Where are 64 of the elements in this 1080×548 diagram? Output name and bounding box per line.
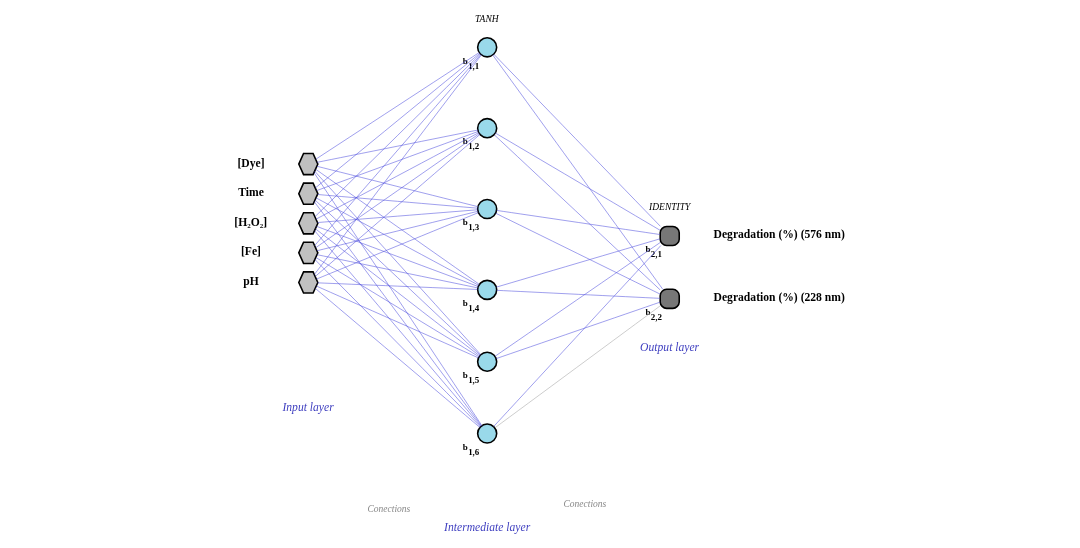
connector [492,54,664,290]
connector [495,212,661,295]
connector [494,242,661,357]
node-label: [Dye] [237,156,265,170]
label: Conections [563,499,607,510]
connector [315,288,481,428]
connector [315,197,479,286]
connector [316,285,479,359]
label: Intermediate layer [444,520,531,534]
node-hexagon [297,241,319,265]
connector [315,132,479,220]
label: Input layer [282,400,334,414]
node-box [659,225,680,247]
connector [314,53,481,217]
node-label: pH [243,274,259,288]
label: Conections [367,503,411,514]
node-label: Degradation (%) (576 nm) [713,228,845,242]
connector [314,259,481,427]
connector [314,199,481,356]
node-hexagon [297,152,319,176]
connector [315,257,480,357]
node-label: Degradation (%) (228 nm) [713,291,845,305]
connector [496,290,661,299]
connector [317,282,478,290]
connector [315,168,480,285]
connector [317,194,478,209]
connector [316,166,479,207]
node-label: [Fe] [240,245,261,259]
connector [495,301,661,359]
node-circle [476,423,498,444]
connector [316,212,479,280]
connector [493,245,662,427]
connector [496,238,661,288]
connector [316,254,479,289]
connector [314,170,481,355]
node-label: Time [238,186,264,200]
connector [316,226,479,287]
connector [316,211,479,251]
connector [494,305,661,429]
node-box [659,288,680,310]
node-circle [476,37,498,58]
node-hexagon [297,271,319,294]
node-circle [476,117,498,139]
connector [315,53,480,189]
node-circle [476,351,498,372]
connector [316,129,479,163]
connector [317,209,478,223]
connector [493,54,661,227]
label: IDENTITY [649,202,691,213]
connector [315,228,480,357]
node-hexagon [297,211,319,235]
node-circle [476,198,498,220]
label: TANH [475,13,499,24]
connector [496,210,661,235]
node-hexagon [297,182,319,206]
connector [494,134,661,291]
connector [315,133,480,248]
connector [316,131,479,191]
connector [315,52,480,160]
node-circle [476,279,498,301]
node-label: [H₂O₂] [234,215,268,229]
label: Output layer [640,340,700,354]
connector [315,134,481,277]
connector [495,132,661,231]
